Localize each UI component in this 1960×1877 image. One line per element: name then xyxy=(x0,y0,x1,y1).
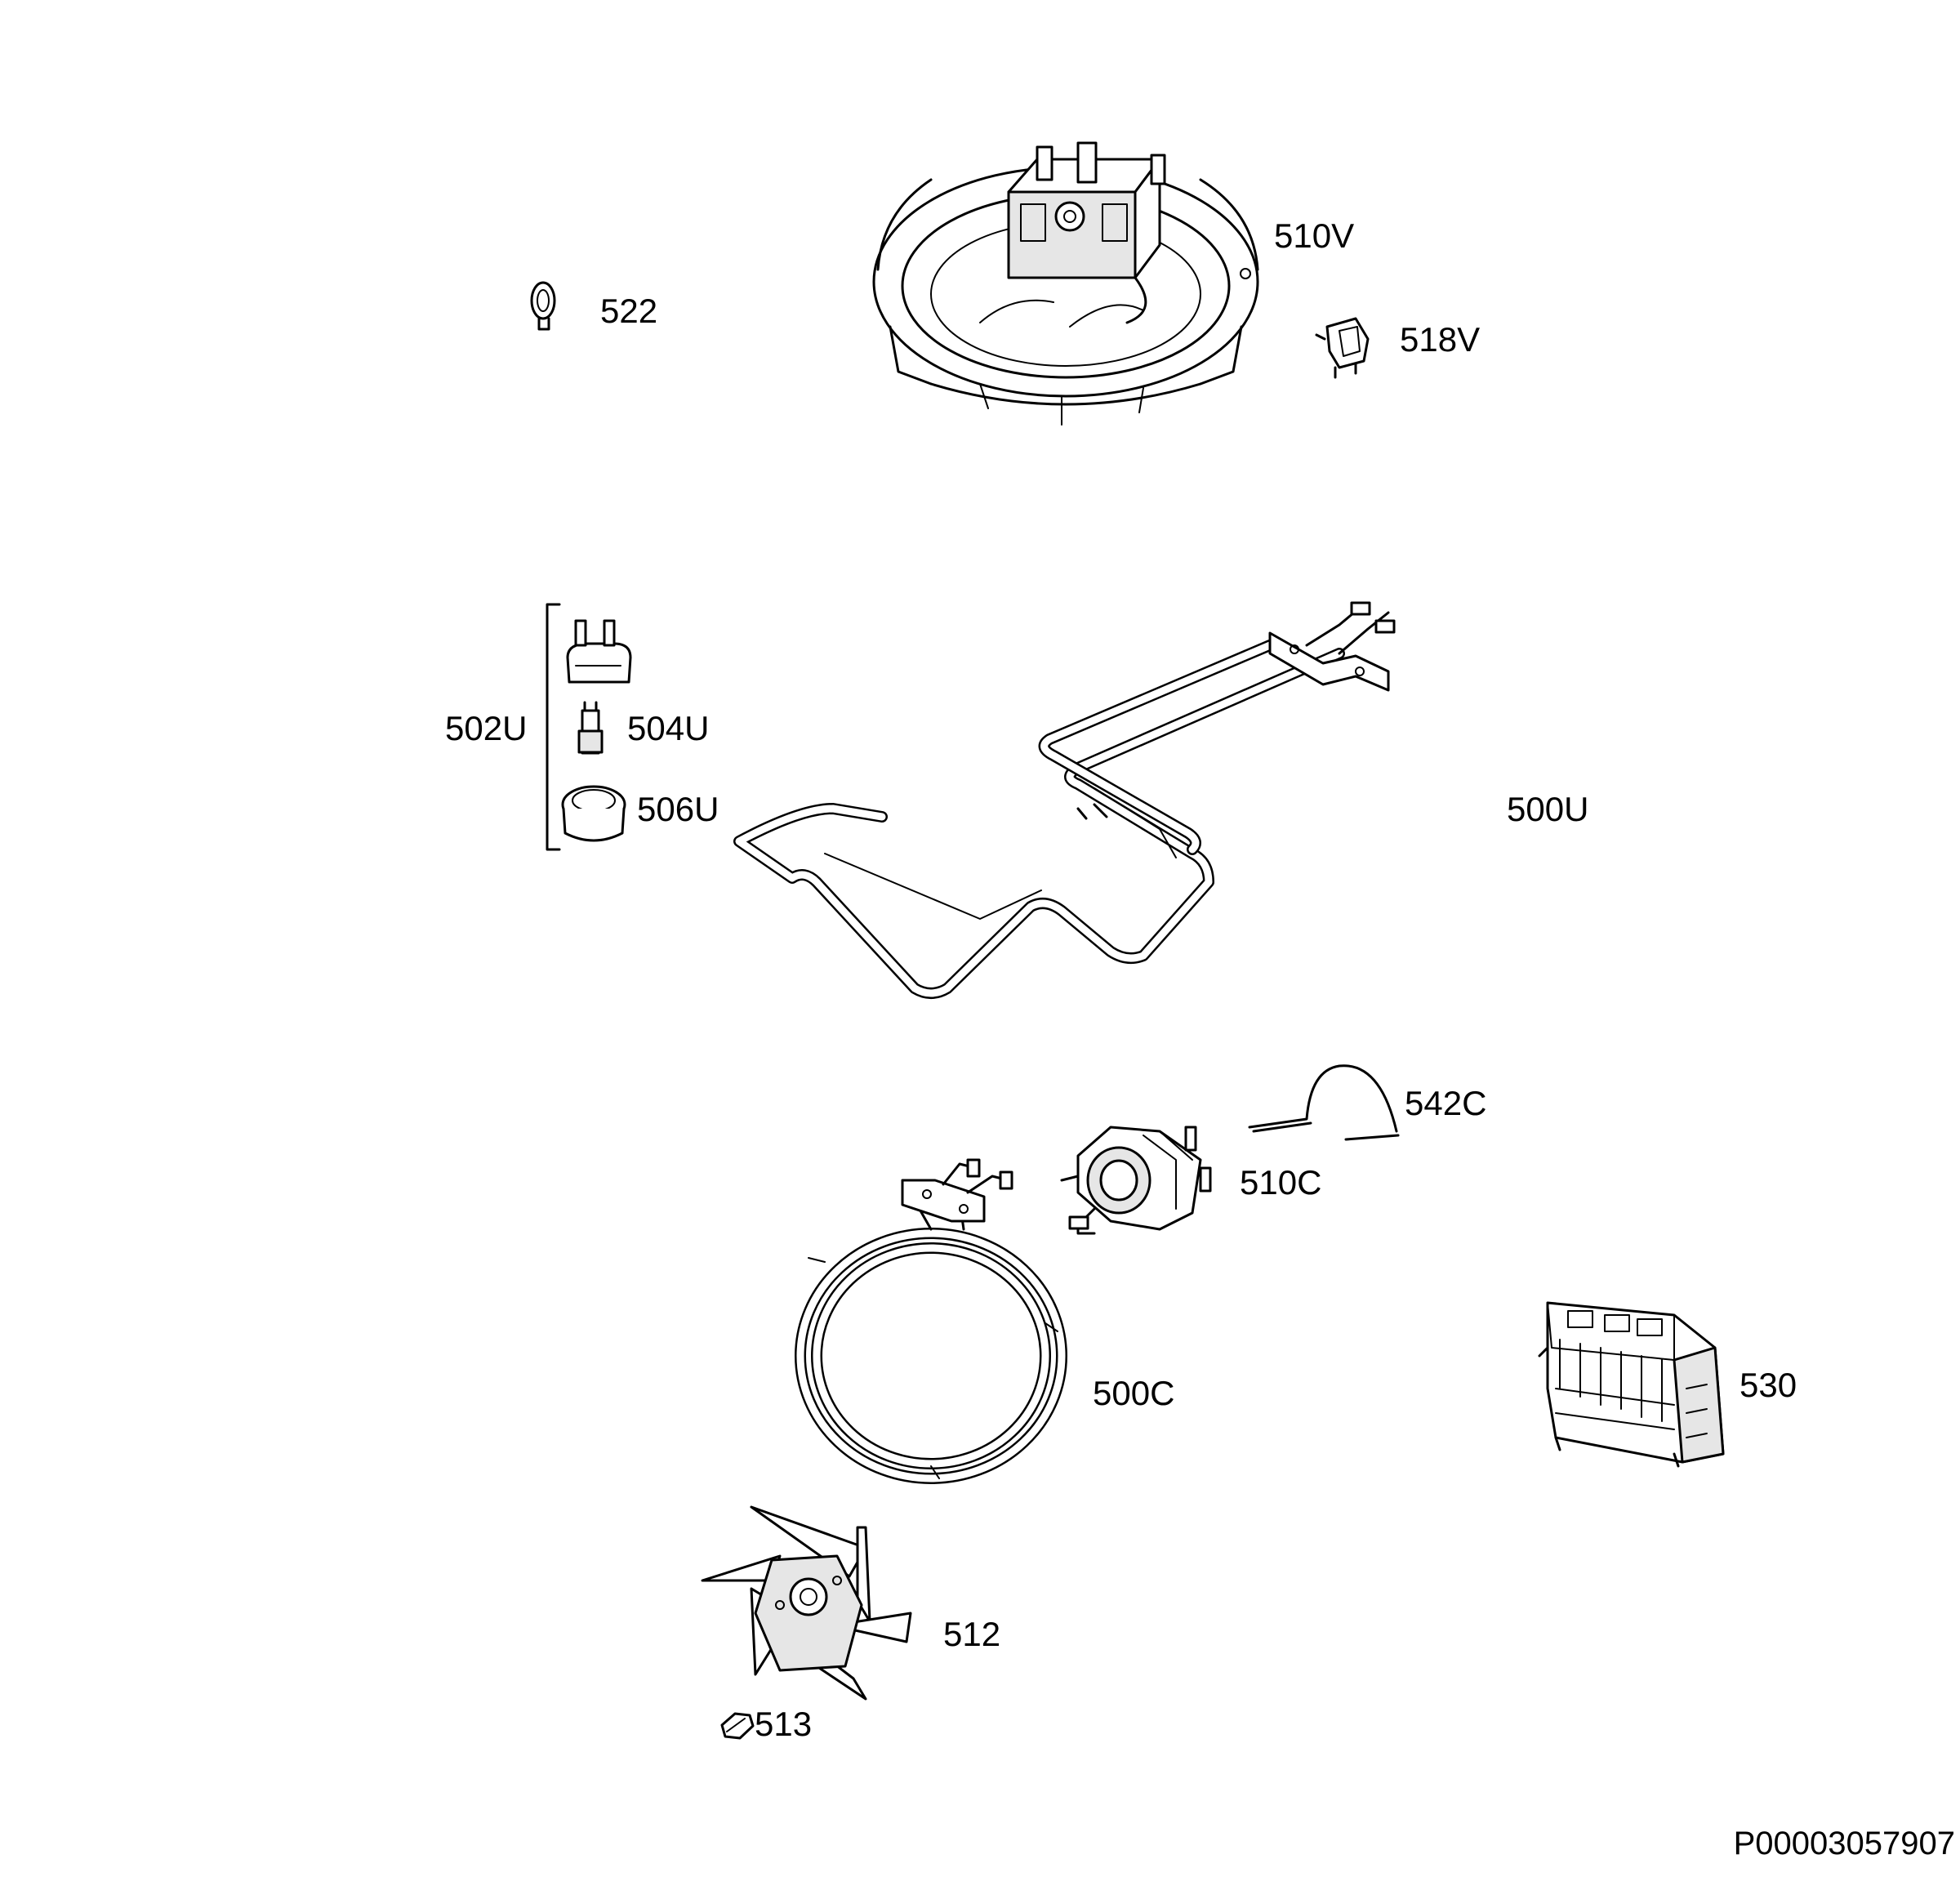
part-512-fan-blade xyxy=(701,1505,912,1701)
part-502U-lamp-assembly-bracket xyxy=(546,603,561,851)
part-500C-ring-element xyxy=(795,1158,1067,1484)
label-513: 513 xyxy=(755,1705,812,1743)
label-504U: 504U xyxy=(627,709,709,747)
part-510V-fan-motor-housing xyxy=(872,141,1259,426)
part-510C-convection-motor xyxy=(1060,1126,1212,1235)
document-id: P00003057907 xyxy=(1734,1826,1955,1861)
part-542C-wire-clip xyxy=(1248,1064,1400,1141)
label-512: 512 xyxy=(943,1615,1000,1653)
part-513-nut xyxy=(720,1712,755,1740)
label-518V: 518V xyxy=(1400,320,1480,359)
part-522-clip xyxy=(530,281,556,331)
part-530-control-module xyxy=(1538,1301,1725,1468)
label-510C: 510C xyxy=(1240,1163,1321,1202)
label-530: 530 xyxy=(1740,1366,1797,1404)
label-500C: 500C xyxy=(1093,1374,1174,1412)
part-504U-lamp-holder xyxy=(566,619,632,684)
part-506U-lamp-cover xyxy=(561,785,626,842)
part-500U-grill-element xyxy=(733,601,1396,999)
part-504U-lamp-bulb xyxy=(577,701,604,755)
label-510V: 510V xyxy=(1274,216,1354,255)
label-506U: 506U xyxy=(637,790,719,828)
label-522: 522 xyxy=(600,292,657,330)
label-500U: 500U xyxy=(1507,790,1588,828)
label-502U: 502U xyxy=(445,709,527,747)
part-518V-thermostat xyxy=(1315,317,1370,379)
label-542C: 542C xyxy=(1405,1084,1486,1122)
